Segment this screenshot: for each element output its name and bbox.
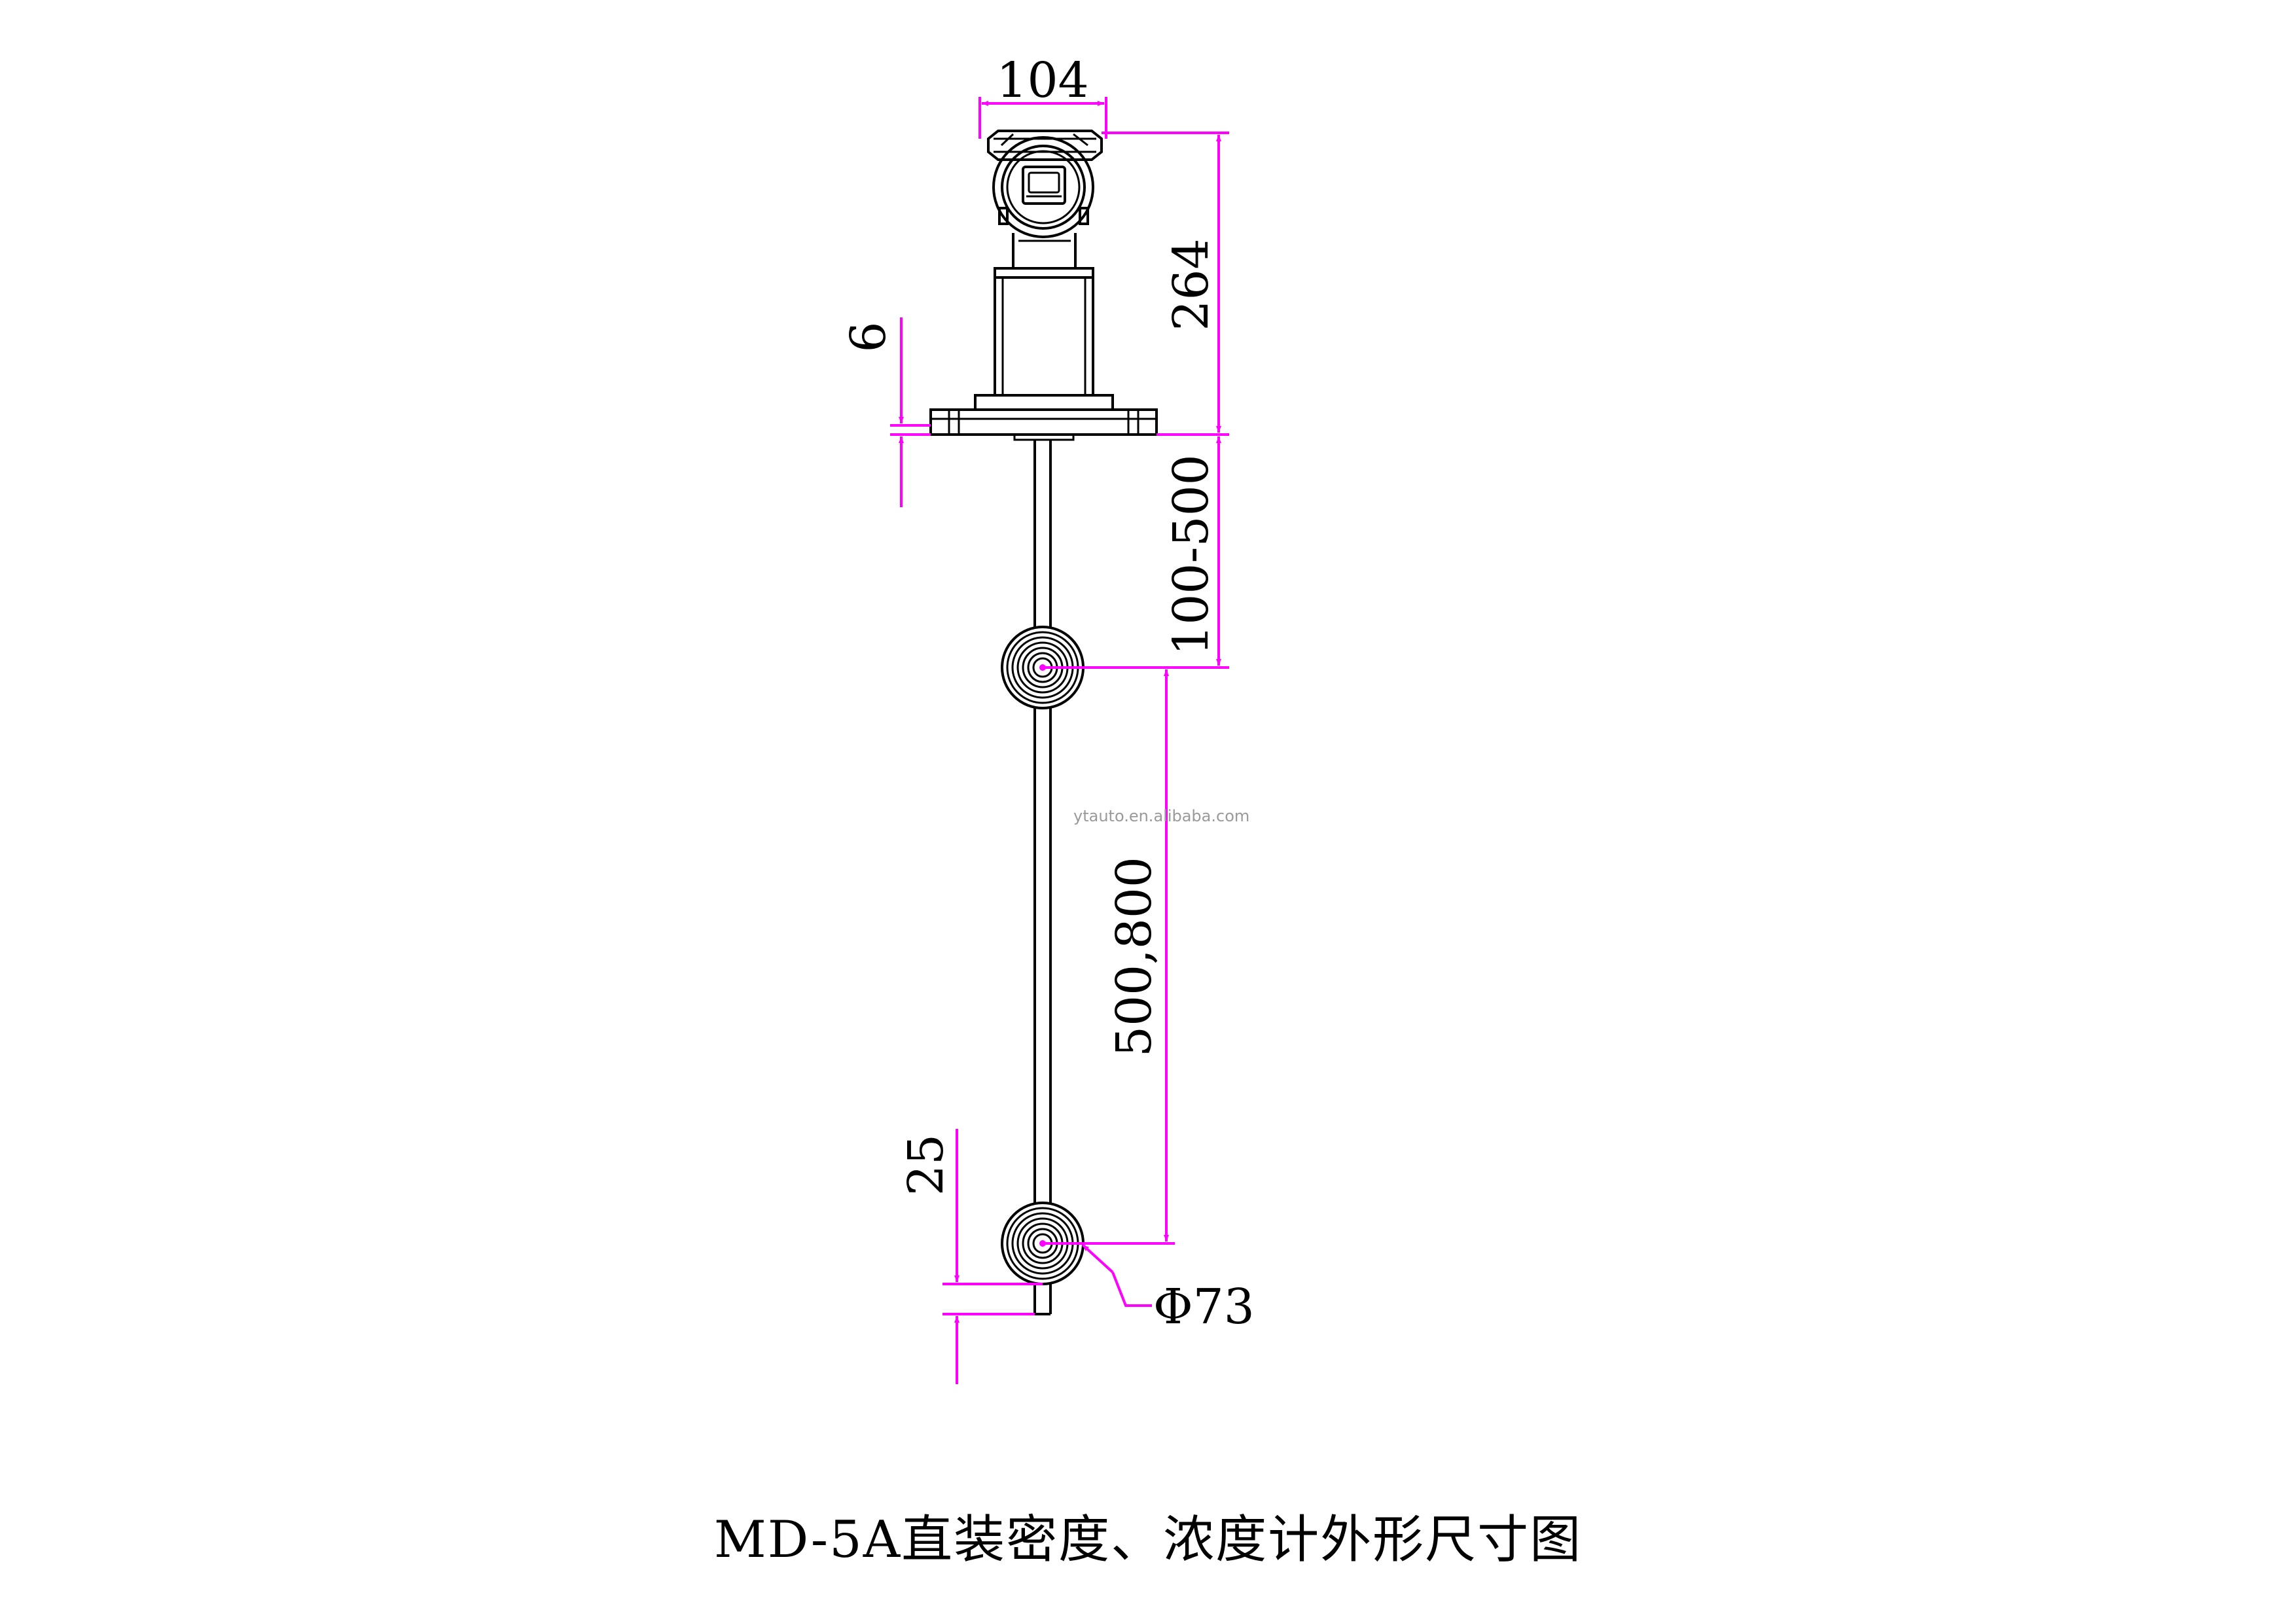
dim-float-spacing: 500,800 — [1043, 669, 1175, 1245]
dim-label-head-height: 264 — [1163, 238, 1219, 330]
dim-label-flange-thickness: 6 — [840, 321, 897, 352]
dim-insertion-length: 100-500 — [1043, 437, 1229, 669]
mounting-flange — [929, 408, 1158, 441]
probe-rod — [1033, 440, 1052, 1315]
dim-label-float-spacing: 500,800 — [1106, 857, 1162, 1057]
dim-head-width: 104 — [978, 52, 1107, 139]
dim-label-head-width: 104 — [996, 52, 1088, 109]
connection-column — [974, 267, 1114, 411]
watermark-text: ytauto.en.alibaba.com — [1073, 807, 1249, 825]
transmitter-head — [987, 130, 1103, 270]
dim-flange-thickness: 6 — [840, 317, 931, 507]
dim-label-float-diameter: Φ73 — [1153, 1279, 1255, 1335]
dim-float-diameter: Φ73 — [1081, 1243, 1255, 1335]
drawing-title: MD-5A直装密度、浓度计外形尺寸图 — [713, 1510, 1583, 1569]
dim-label-insertion-length: 100-500 — [1163, 454, 1219, 656]
dim-head-height: 264 — [1102, 132, 1229, 436]
dim-bottom-tip: 25 — [898, 1129, 1043, 1384]
dim-label-bottom-tip: 25 — [898, 1134, 954, 1196]
